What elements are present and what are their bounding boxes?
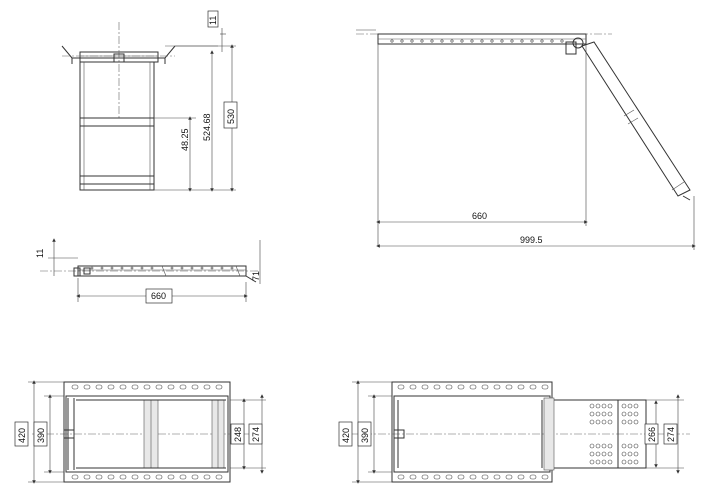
top-flange-holes xyxy=(71,384,223,480)
dim-box-420 xyxy=(338,421,353,447)
top-flange-holes-right xyxy=(397,384,549,480)
dim-box-274 xyxy=(248,423,263,445)
plan-view-extended: 420 390 266 274 xyxy=(338,380,690,484)
dim-left-label: 11 xyxy=(35,249,45,258)
dim-box-390 xyxy=(33,421,48,447)
dim-a-label: 248 xyxy=(233,427,243,442)
front-view-thin: 11 71 660 xyxy=(35,238,261,304)
dim-top-label: 11 xyxy=(208,16,218,25)
side-view-retracted: 11 48.25 524.68 530 xyxy=(61,10,238,192)
dim-box-390 xyxy=(357,421,372,447)
dim-a-label: 266 xyxy=(647,427,657,442)
dim-length-label: 660 xyxy=(472,211,487,221)
dim-overall-label: 530 xyxy=(226,109,236,124)
dim-inner-label: 48.25 xyxy=(180,128,190,151)
dim-total-label: 524.68 xyxy=(202,113,212,141)
dim-box-274 xyxy=(663,423,678,445)
dim-right-label: 71 xyxy=(251,271,261,281)
dim-length-label: 660 xyxy=(151,291,166,301)
dim-box-11 xyxy=(207,10,219,28)
dim-box-420 xyxy=(14,421,29,447)
side-view-extended: 660 999.5 xyxy=(356,29,696,250)
dim-inner-label: 390 xyxy=(36,428,46,443)
dim-box-266 xyxy=(644,423,659,445)
dim-inner-label: 390 xyxy=(360,428,370,443)
dim-b-label: 274 xyxy=(666,427,676,442)
plan-view-retracted: 420 390 248 274 xyxy=(14,380,266,484)
rail-holes-mid xyxy=(90,266,234,270)
rail-holes xyxy=(390,39,564,43)
dim-outer-label: 420 xyxy=(17,428,27,443)
dim-box-660 xyxy=(145,288,173,304)
dim-outer-label: 420 xyxy=(341,428,351,443)
dim-box-530 xyxy=(223,101,238,129)
dim-box-248 xyxy=(230,423,245,445)
dim-extended-label: 999.5 xyxy=(520,235,543,245)
step-tread-holes xyxy=(589,403,639,465)
dim-b-label: 274 xyxy=(251,427,261,442)
